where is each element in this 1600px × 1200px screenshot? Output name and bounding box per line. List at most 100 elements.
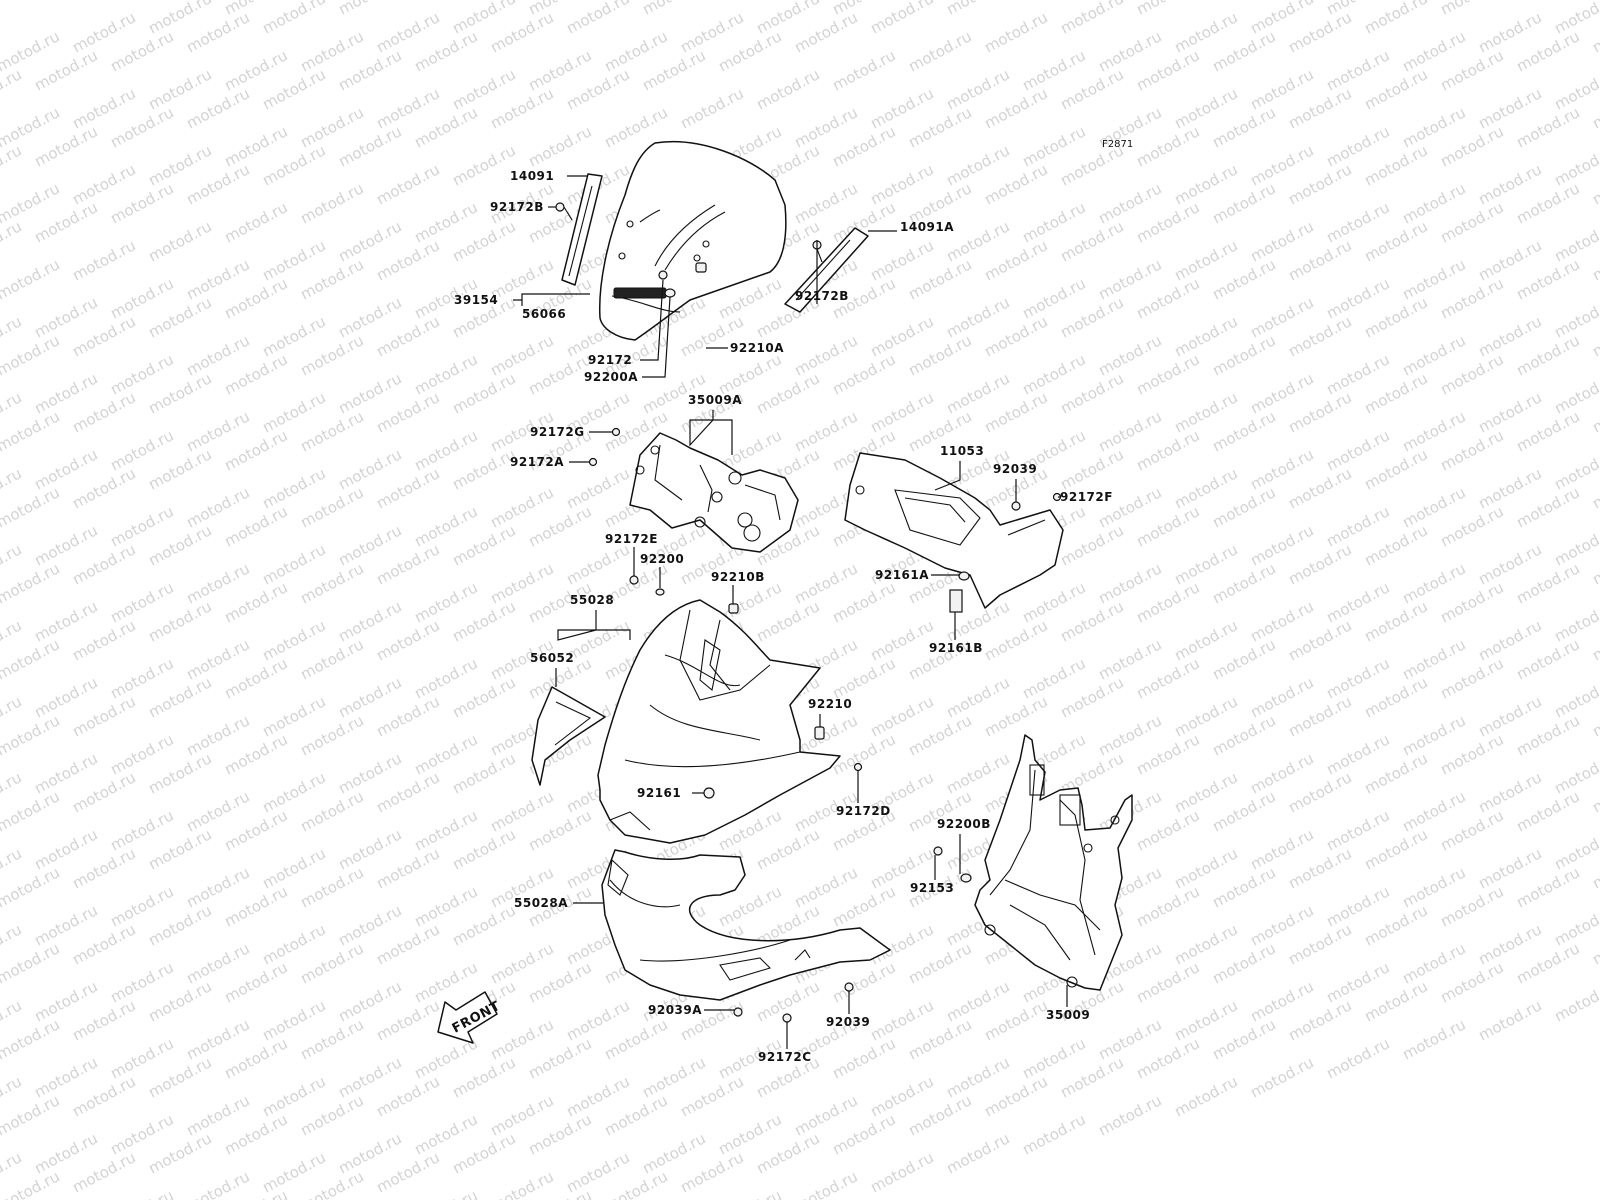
watermark-text: motod.ru <box>0 483 63 531</box>
grommet-92161a <box>958 571 970 581</box>
watermark-text: motod.ru <box>0 217 25 265</box>
watermark-text: motod.ru <box>1019 1110 1088 1158</box>
part-label-p-92200b: 92200B <box>937 817 991 831</box>
leader-line-p-55028 <box>557 610 631 641</box>
watermark-text: motod.ru <box>0 939 63 987</box>
watermark-text: motod.ru <box>373 160 442 208</box>
part-label-p-92153: 92153 <box>910 881 954 895</box>
watermark-text: motod.ru <box>0 331 63 379</box>
watermark-text: motod.ru <box>449 141 518 189</box>
nut-92210b <box>728 603 739 614</box>
part-label-p-92161: 92161 <box>637 786 681 800</box>
watermark-text: motod.ru <box>1095 1091 1164 1139</box>
watermark-text: motod.ru <box>107 1186 176 1200</box>
watermark-text: motod.ru <box>1361 0 1430 38</box>
watermark-text: motod.ru <box>221 198 290 246</box>
watermark-text: motod.ru <box>1551 977 1600 1025</box>
part-label-p-92172g: 92172G <box>530 425 585 439</box>
part-label-p-92172e: 92172E <box>605 532 658 546</box>
watermark-text: motod.ru <box>183 1167 252 1200</box>
watermark-text: motod.ru <box>753 65 822 113</box>
screw-92172 <box>658 270 668 280</box>
bolt-92153 <box>933 846 943 856</box>
watermark-text: motod.ru <box>0 407 63 455</box>
watermark-text: motod.ru <box>297 179 366 227</box>
screw-92172g <box>611 427 621 437</box>
windshield-hardware <box>555 202 823 298</box>
watermark-text: motod.ru <box>867 0 936 38</box>
duct-56052 <box>531 686 606 786</box>
watermark-text: motod.ru <box>677 84 746 132</box>
diagram-code: F2871 <box>1102 139 1133 150</box>
part-label-p-56052: 56052 <box>530 651 574 665</box>
leader-line-p-39154 <box>513 293 590 301</box>
kawasaki-logo-decal <box>613 287 667 299</box>
leader-line-p-11053 <box>934 461 961 491</box>
part-label-p-35009: 35009 <box>1046 1008 1090 1022</box>
watermark-text: motod.ru <box>1057 0 1126 38</box>
watermark-text: motod.ru <box>525 122 594 170</box>
leader-line-p-35009a <box>689 410 733 455</box>
part-label-p-92161a: 92161A <box>875 568 929 582</box>
watermark-text: motod.ru <box>639 0 708 19</box>
part-label-p-14091a: 14091A <box>900 220 954 234</box>
watermark-text: motod.ru <box>829 46 898 94</box>
watermark-text: motod.ru <box>563 0 632 38</box>
trim-14091 <box>561 173 603 286</box>
washer-92200 <box>655 588 665 596</box>
lower-cowl-55028a <box>601 849 891 1001</box>
watermark-text: motod.ru <box>0 141 25 189</box>
watermark-text: motod.ru <box>1247 1053 1316 1101</box>
bracket-35009a <box>629 432 799 553</box>
leader-line-p-92172 <box>640 279 664 361</box>
part-label-p-35009a: 35009A <box>688 393 742 407</box>
watermark-text: motod.ru <box>0 787 63 835</box>
stay-35009 <box>974 734 1133 991</box>
part-label-p-92200: 92200 <box>640 552 684 566</box>
pad-92161b <box>949 589 963 613</box>
watermark-text: motod.ru <box>1133 0 1202 19</box>
part-label-p-11053: 11053 <box>940 444 984 458</box>
screw-92172c <box>782 1013 792 1023</box>
part-label-p-92039-lower: 92039 <box>826 1015 870 1029</box>
washer-92200b <box>960 873 972 883</box>
watermark-text: motod.ru <box>715 1186 784 1200</box>
part-label-p-92210a: 92210A <box>730 341 784 355</box>
watermark-text: motod.ru <box>1171 1072 1240 1120</box>
part-label-p-92172f: 92172F <box>1060 490 1113 504</box>
inner-panel-11053 <box>844 452 1064 609</box>
watermark-text: motod.ru <box>0 1091 63 1139</box>
watermark-text: motod.ru <box>0 559 63 607</box>
watermark-text: motod.ru <box>69 236 138 284</box>
part-label-p-92200a: 92200A <box>584 370 638 384</box>
watermark-text: motod.ru <box>791 1167 860 1200</box>
part-label-p-92210: 92210 <box>808 697 852 711</box>
part-label-p-92172: 92172 <box>588 353 632 367</box>
watermark-text: motod.ru <box>0 255 63 303</box>
leader-line-p-92200a <box>642 296 671 378</box>
watermark-text: motod.ru <box>335 0 404 19</box>
screw-92172e <box>629 575 639 585</box>
watermark-text: motod.ru <box>259 0 328 38</box>
clip-92039-upper <box>1011 501 1021 511</box>
watermark-text: motod.ru <box>1437 0 1506 19</box>
watermark-text: motod.ru <box>0 711 63 759</box>
inner-panel-hardware <box>949 492 1062 613</box>
part-label-p-39154: 39154 <box>454 293 498 307</box>
part-label-p-92161b: 92161B <box>929 641 983 655</box>
watermark-text: motod.ru <box>0 635 63 683</box>
stay-hardware <box>933 846 972 883</box>
watermark-text: motod.ru <box>981 8 1050 56</box>
part-label-p-55028a: 55028A <box>514 896 568 910</box>
washer-92200a <box>664 288 676 298</box>
screw-92172b-left <box>555 202 565 212</box>
watermark-text: motod.ru <box>867 1148 936 1196</box>
screw-92172a <box>588 457 598 467</box>
leader-lines <box>513 175 1068 1049</box>
part-label-p-92172b-left: 92172B <box>490 200 544 214</box>
watermark-text: motod.ru <box>145 217 214 265</box>
watermark-text: motod.ru <box>1323 1034 1392 1082</box>
